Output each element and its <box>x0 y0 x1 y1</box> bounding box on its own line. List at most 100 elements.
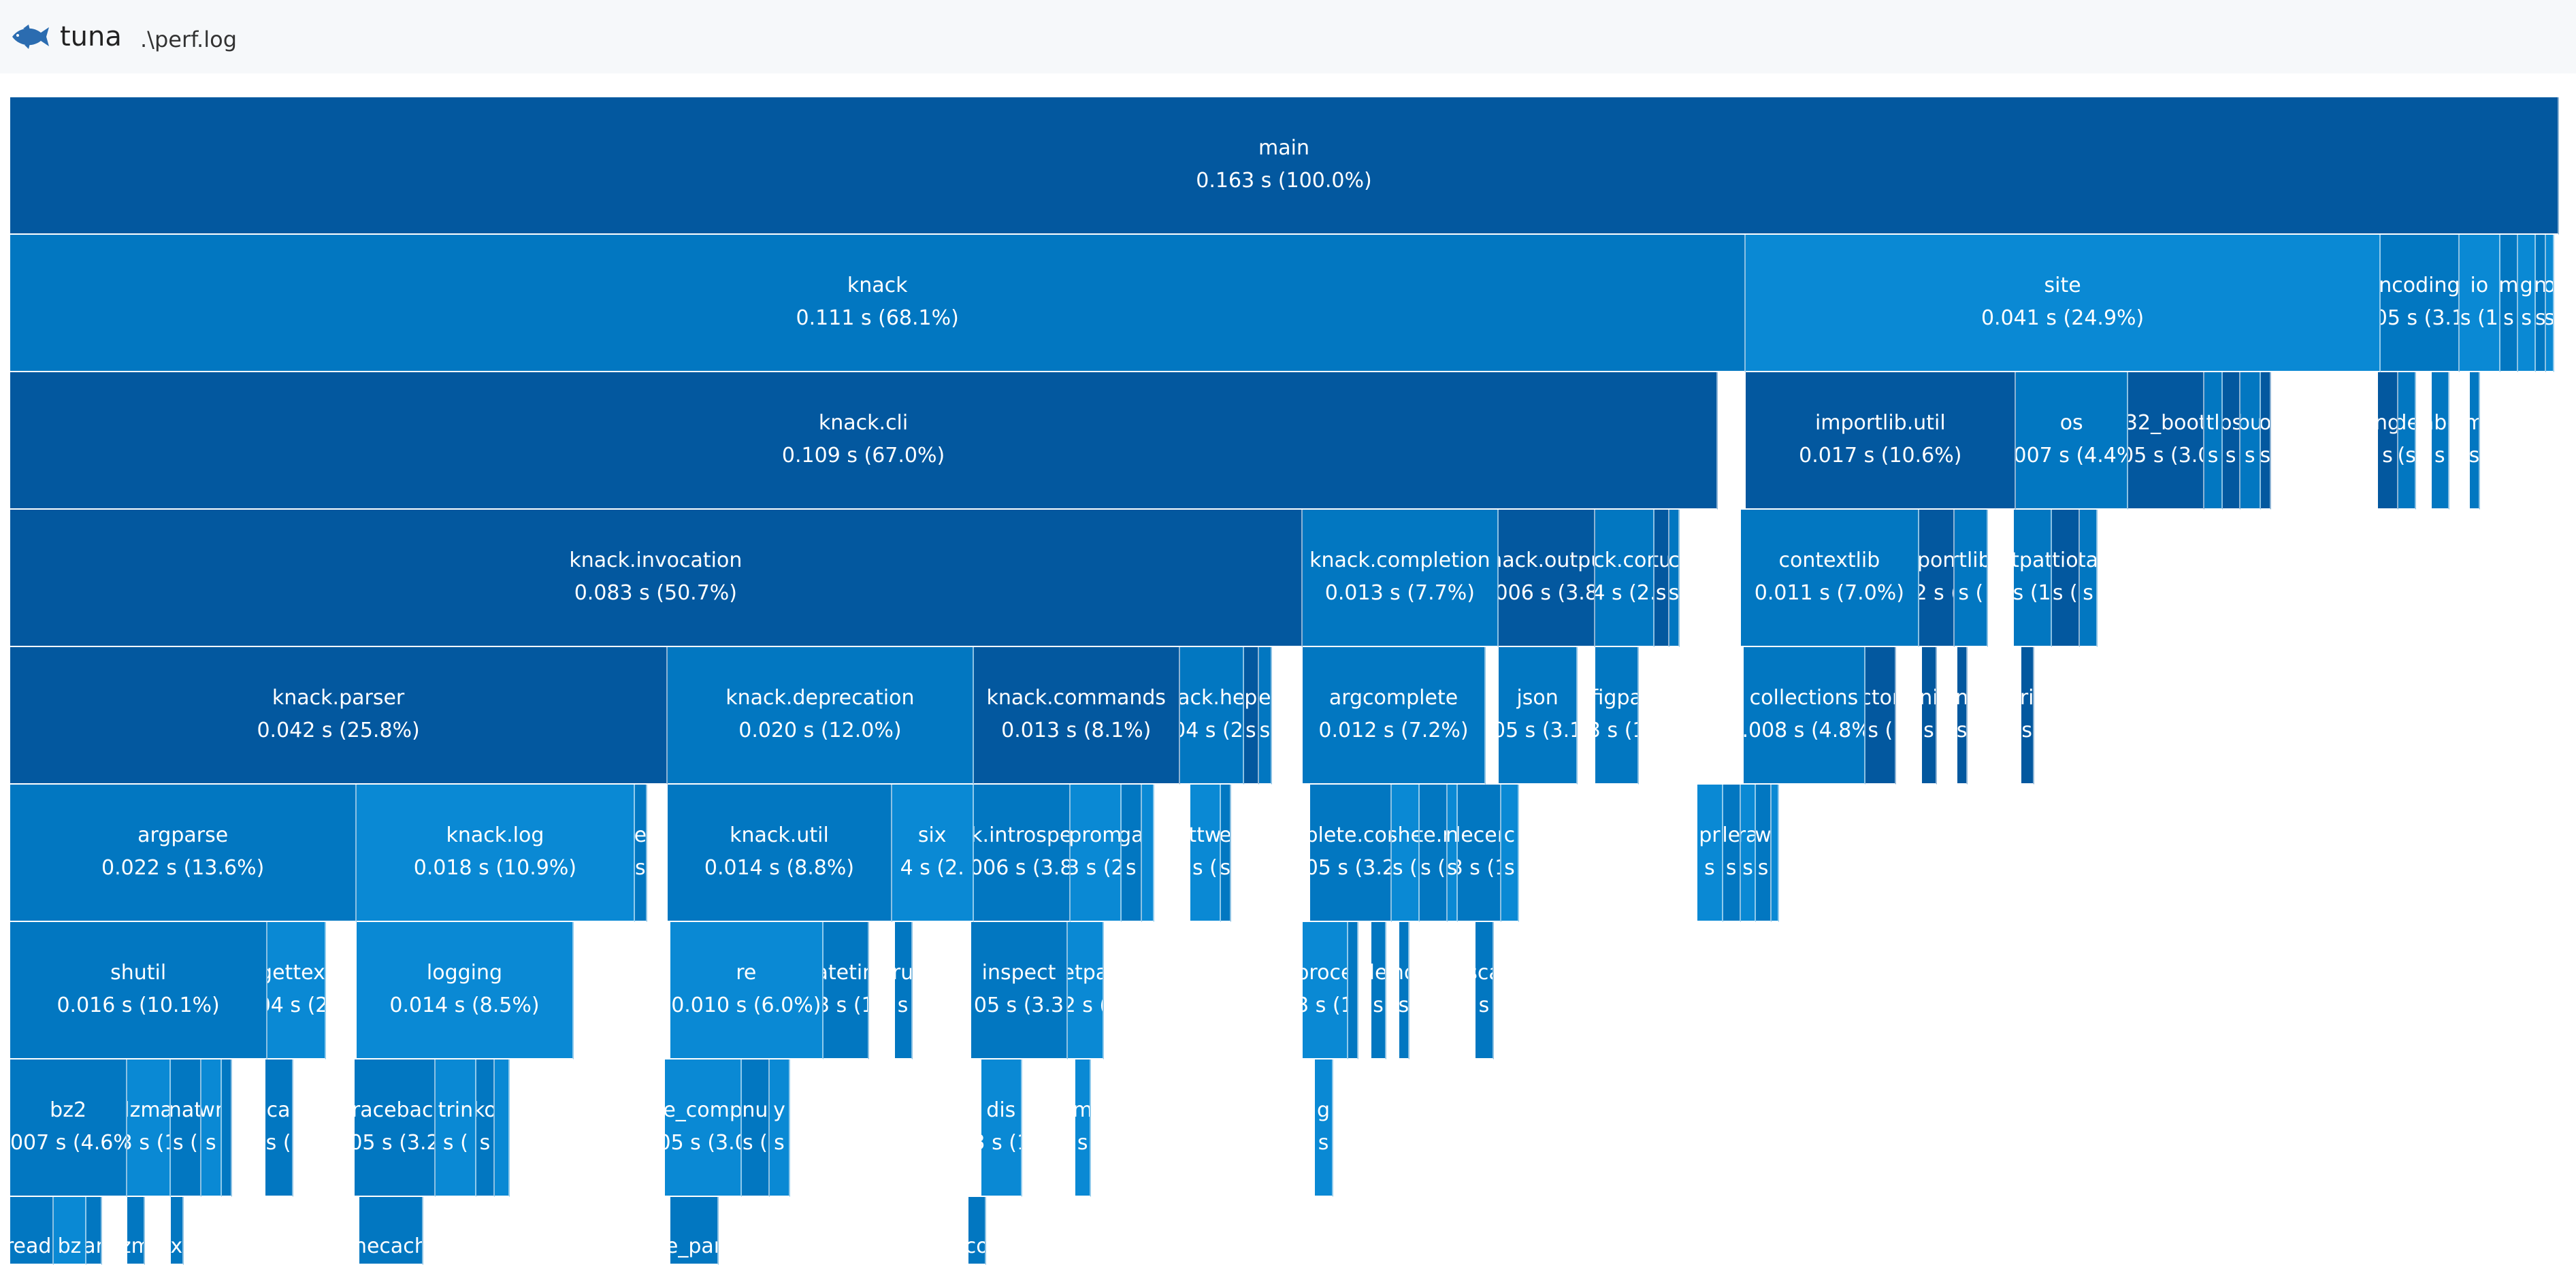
icicle-node-x[interactable]: x <box>170 1197 184 1265</box>
icicle-node-32-boot[interactable]: 32_boot05 s (3.0 <box>2128 372 2205 510</box>
icicle-node-atetin[interactable]: atetin3 s (1 <box>823 922 870 1059</box>
icicle-node-traceback[interactable]: traceback05 s (3.2 <box>354 1059 436 1197</box>
icicle-node-le[interactable]: les <box>1371 922 1387 1059</box>
icicle-node-prom[interactable]: prom3 s (2 <box>1070 785 1122 922</box>
icicle-node-ack-he[interactable]: ack.he04 s (2. <box>1179 647 1244 785</box>
icicle-node-o[interactable]: os <box>2260 372 2271 510</box>
icicle-node-bz2[interactable]: bz2.007 s (4.6% <box>10 1059 128 1197</box>
icicle-node[interactable] <box>1348 922 1359 1059</box>
icicle-node-wr[interactable]: wrs <box>201 1059 222 1197</box>
icicle-node-m[interactable]: ms <box>1075 1059 1091 1197</box>
icicle-node-bu[interactable]: bus <box>2240 372 2261 510</box>
icicle-node-o[interactable]: os <box>2546 235 2554 372</box>
icicle-node[interactable] <box>494 1059 510 1197</box>
icicle-node-ctor[interactable]: ctors ( <box>1865 647 1897 785</box>
icicle-node-e-comp[interactable]: e_comp05 s (3.0 <box>665 1059 742 1197</box>
icicle-node-ng[interactable]: ngs <box>2378 372 2399 510</box>
icicle-node-lzma[interactable]: lzma3 s (1 <box>127 1059 171 1197</box>
icicle-node-ru[interactable]: rus <box>894 922 913 1059</box>
icicle-node-gettext[interactable]: gettext04 s (2. <box>267 922 327 1059</box>
icicle-node-n[interactable]: ns <box>1448 785 1458 922</box>
icicle-node-n[interactable]: ns <box>1957 647 1968 785</box>
icicle-node-nack-outpu[interactable]: nack.outpu006 s (3.8 <box>1499 510 1596 647</box>
icicle-node-tu[interactable]: tus <box>1654 510 1669 647</box>
icicle-node-co[interactable]: co <box>968 1197 987 1265</box>
icicle-node-de[interactable]: de(s <box>2398 372 2417 510</box>
icicle-node[interactable] <box>1771 785 1780 922</box>
icicle-node-ra[interactable]: ras <box>1740 785 1757 922</box>
icicle-node-e-par[interactable]: e_par <box>670 1197 719 1265</box>
icicle-node-c[interactable]: cs <box>1669 510 1680 647</box>
icicle-node-m[interactable]: ms <box>2469 372 2480 510</box>
icicle-node-dis[interactable]: dis3 s (1 <box>981 1059 1022 1197</box>
icicle-node-pon[interactable]: pon2 s ( <box>1919 510 1955 647</box>
icicle-node-ar[interactable]: ar <box>86 1197 102 1265</box>
icicle-node-e[interactable]: es <box>1220 785 1231 922</box>
icicle-node-ncoding[interactable]: ncoding05 s (3.1 <box>2380 235 2460 372</box>
icicle-node-te-r[interactable]: te.rs ( <box>1419 785 1448 922</box>
icicle-node-ta[interactable]: tas <box>2079 510 2098 647</box>
icicle-node-rtlib[interactable]: rtlibs ( <box>1955 510 1989 647</box>
icicle-node-os[interactable]: os.007 s (4.4% <box>2016 372 2129 510</box>
icicle-node-readl[interactable]: readl <box>10 1197 54 1265</box>
icicle-node-proce[interactable]: proce3 s (1 <box>1302 922 1349 1059</box>
icicle-node-zm[interactable]: zm <box>127 1197 146 1265</box>
icicle-node-decen[interactable]: decen3 s (1 <box>1458 785 1501 922</box>
icicle-node-figpa[interactable]: figpa3 s (1 <box>1595 647 1640 785</box>
icicle-node-etpa[interactable]: etpa2 s ( <box>1068 922 1104 1059</box>
icicle-node[interactable] <box>221 1059 232 1197</box>
icicle-node-necach[interactable]: necach <box>359 1197 423 1265</box>
icicle-node-json[interactable]: json05 s (3.1 <box>1499 647 1578 785</box>
icicle-node-m[interactable]: ms <box>2500 235 2519 372</box>
icicle-node-she[interactable]: shes ( <box>1391 785 1420 922</box>
icicle-node-ga[interactable]: gas <box>1121 785 1142 922</box>
icicle-node-no[interactable]: nos <box>1399 922 1409 1059</box>
icicle-node[interactable] <box>1141 785 1155 922</box>
icicle-node-n[interactable]: ns <box>2536 235 2547 372</box>
icicle-node-ni[interactable]: nis <box>1921 647 1938 785</box>
icicle-node-abc[interactable]: abcs <box>2431 372 2449 510</box>
icicle-node-ko[interactable]: kos <box>476 1059 495 1197</box>
